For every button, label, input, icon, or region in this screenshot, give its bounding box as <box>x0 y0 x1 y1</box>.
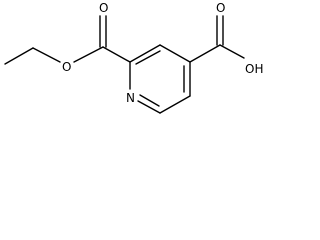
bond-carboxyl-c-oh <box>219 44 245 59</box>
atom-ester-carbonyl-oxygen: O <box>99 1 108 15</box>
bond-ester-to-ring <box>102 46 131 63</box>
bond-ring-c6-n-inner <box>139 94 160 107</box>
atom-ring-nitrogen: N <box>126 91 135 105</box>
bond-ring-c2-c3 <box>129 44 161 63</box>
atom-carboxyl-carbonyl-oxygen: O <box>216 1 225 15</box>
bond-ring-c2-c3-inner <box>135 50 161 65</box>
bond-ring-c6-n <box>137 100 161 114</box>
bond-ring-c5-c6 <box>159 95 191 114</box>
bond-ring-to-carboxyl <box>189 44 221 63</box>
bond-ester-o-carbonyl <box>73 46 104 63</box>
atom-carboxyl-hydroxyl: OH <box>245 62 263 76</box>
chemical-structure-diagram: O O N O OH <box>4 1 263 114</box>
atom-ester-ether-oxygen: O <box>62 60 71 74</box>
bond-ethyl-ch2-o <box>32 47 61 63</box>
bond-ring-c3-c4 <box>159 44 191 63</box>
bond-ethyl-ch3-ch2 <box>4 47 34 65</box>
